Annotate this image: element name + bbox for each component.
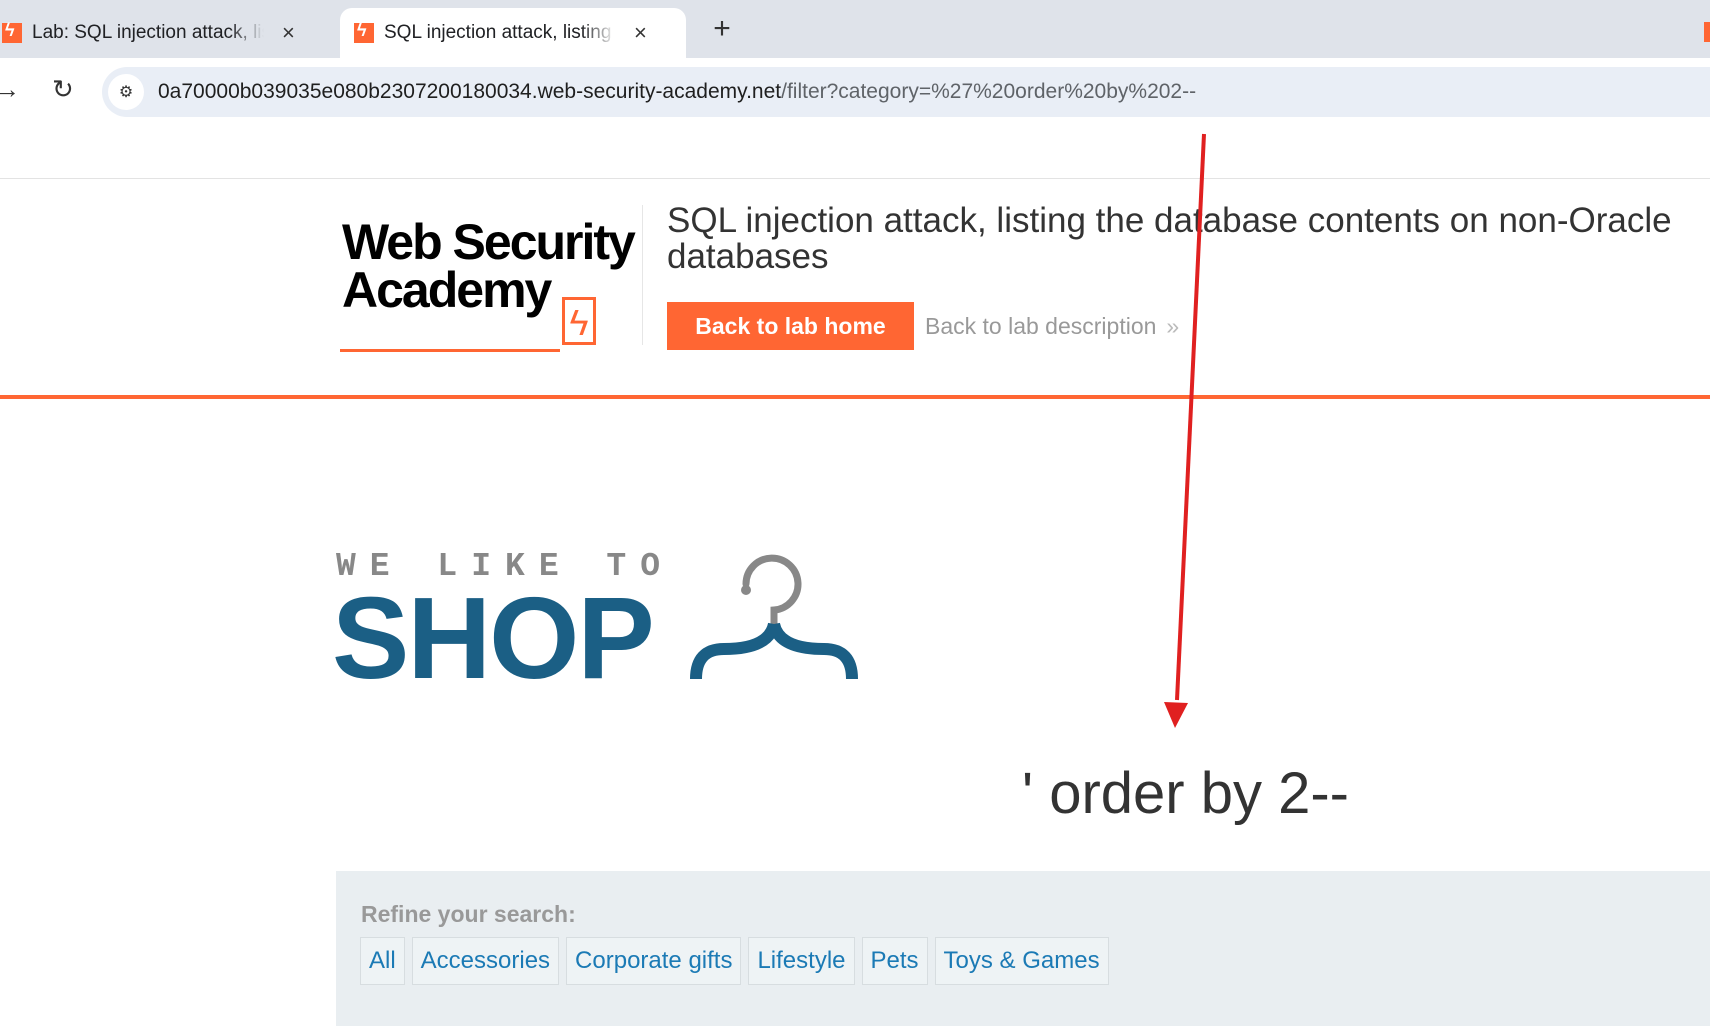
category-filters: All Accessories Corporate gifts Lifestyl… xyxy=(360,937,1109,985)
back-to-lab-home-button[interactable]: Back to lab home xyxy=(667,302,914,350)
page-top-divider xyxy=(0,178,1710,179)
tab-title: Lab: SQL injection attack, listing the d… xyxy=(32,22,264,43)
browser-toolbar: → ↻ ⚙ 0a70000b039035e080b2307200180034.w… xyxy=(0,58,1710,120)
category-heading: ' order by 2-- xyxy=(1022,761,1349,826)
url-text[interactable]: 0a70000b039035e080b2307200180034.web-sec… xyxy=(158,80,1197,103)
back-arrow-icon[interactable]: → xyxy=(0,74,20,104)
favicon-bolt-icon xyxy=(2,20,22,43)
tab-lab-description[interactable]: Lab: SQL injection attack, listing the d… xyxy=(0,8,318,58)
filter-all[interactable]: All xyxy=(360,937,405,985)
shop-name: SHOP xyxy=(332,573,655,703)
plus-icon[interactable]: + xyxy=(713,12,731,45)
filter-pets[interactable]: Pets xyxy=(861,937,928,985)
web-security-academy-logo[interactable]: Web Security Academy ϟ xyxy=(340,213,640,352)
hanger-icon xyxy=(690,554,858,680)
back-to-lab-description-link[interactable]: Back to lab description» xyxy=(925,313,1180,339)
site-settings-icon[interactable]: ⚙ xyxy=(108,74,144,110)
window-edge-accent xyxy=(1704,22,1710,42)
filter-lifestyle[interactable]: Lifestyle xyxy=(748,937,855,985)
bolt-icon: ϟ xyxy=(562,297,596,345)
header-separator xyxy=(642,205,643,345)
tab-lab-instance[interactable]: SQL injection attack, listing the databa… xyxy=(340,8,686,58)
shop-logo[interactable]: WE LIKE TO SHOP xyxy=(332,544,896,696)
lab-title: SQL injection attack, listing the databa… xyxy=(667,201,1672,276)
filter-panel: Refine your search: All Accessories Corp… xyxy=(336,871,1710,1026)
favicon-bolt-icon xyxy=(354,20,374,43)
tab-title: SQL injection attack, listing the databa… xyxy=(384,22,616,43)
academy-header: Web Security Academy ϟ SQL injection att… xyxy=(0,179,1710,395)
tab-strip: Lab: SQL injection attack, listing the d… xyxy=(0,0,1710,58)
header-rule xyxy=(0,395,1710,399)
filter-accessories[interactable]: Accessories xyxy=(411,937,560,985)
reload-icon[interactable]: ↻ xyxy=(52,74,74,104)
refine-label: Refine your search: xyxy=(361,901,576,927)
close-icon[interactable]: × xyxy=(634,20,647,45)
shop-tagline: WE LIKE TO xyxy=(336,548,675,585)
filter-toys-games[interactable]: Toys & Games xyxy=(934,937,1109,985)
close-icon[interactable]: × xyxy=(282,20,295,45)
logo-underline xyxy=(340,349,560,352)
chevron-right-icon: » xyxy=(1166,313,1180,339)
address-bar[interactable]: ⚙ 0a70000b039035e080b2307200180034.web-s… xyxy=(102,67,1710,117)
filter-corporate-gifts[interactable]: Corporate gifts xyxy=(566,937,742,985)
